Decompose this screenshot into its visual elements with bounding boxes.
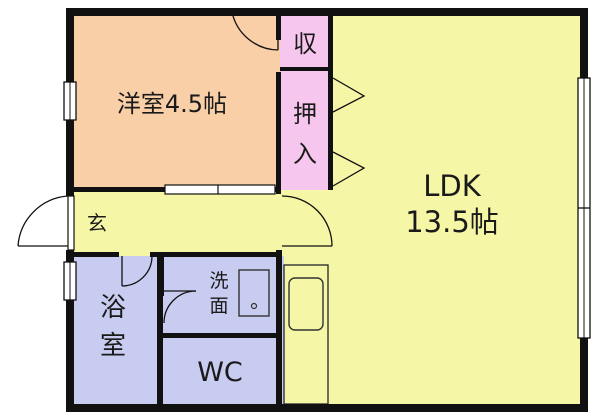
entrance-door-frame — [67, 195, 75, 251]
hallway-area — [70, 190, 284, 256]
washroom-label-1: 洗 — [209, 270, 228, 292]
closet-area — [280, 69, 330, 190]
bath-area — [70, 256, 160, 408]
windows — [63, 77, 591, 339]
wc-label: WC — [197, 357, 243, 388]
western-room-area — [70, 12, 280, 190]
sliding-door — [164, 184, 276, 195]
bath-label-2: 室 — [100, 331, 126, 361]
storage-label: 収 — [293, 30, 317, 58]
door-swings — [17, 11, 366, 324]
entrance-label: 玄 — [87, 211, 107, 235]
washroom-label-2: 面 — [209, 295, 228, 317]
western-room-label: 洋室4.5帖 — [117, 90, 227, 118]
storage-area — [280, 12, 330, 69]
wc-area — [160, 336, 284, 408]
kitchen-sink — [288, 277, 324, 331]
closet-label-2: 入 — [293, 140, 317, 168]
bath-label-1: 浴 — [100, 293, 126, 323]
closet-label-1: 押 — [293, 100, 317, 128]
ldk-size-label: 13.5帖 — [405, 205, 499, 239]
washbasin — [238, 269, 270, 317]
washbasin-drain — [250, 302, 258, 310]
ldk-name-label: LDK — [423, 169, 481, 203]
